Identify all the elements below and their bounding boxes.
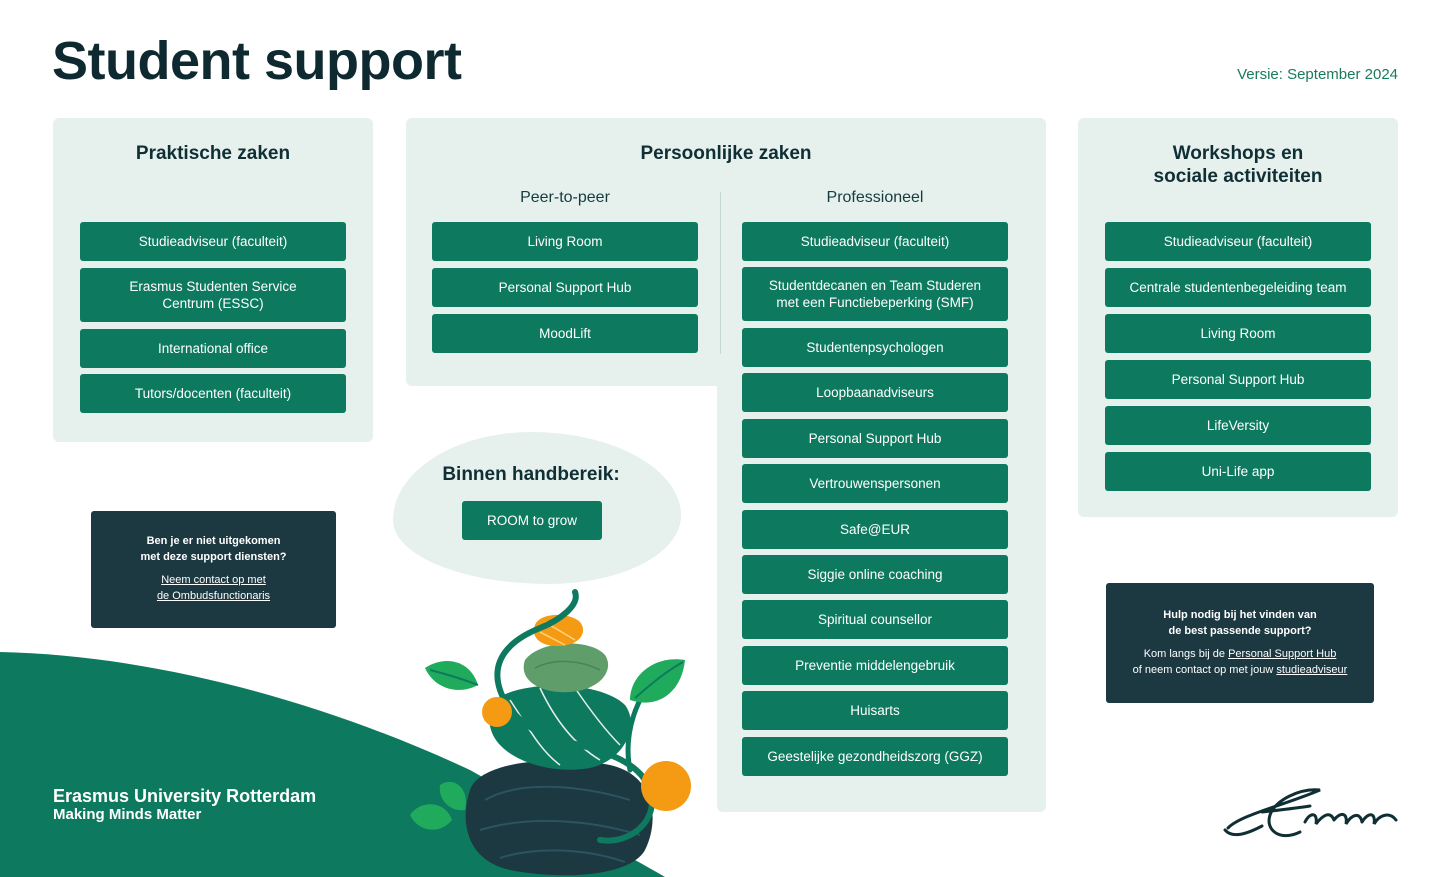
prof-item-loopbaanadviseurs[interactable]: Loopbaanadviseurs xyxy=(742,373,1008,412)
peer-item-personal-support-hub[interactable]: Personal Support Hub xyxy=(432,268,698,307)
hulp-text-2: of neem contact op met jouw xyxy=(1132,664,1274,676)
studieadviseur-link[interactable]: studieadviseur xyxy=(1276,664,1348,676)
personal-support-hub-link[interactable]: Personal Support Hub xyxy=(1228,648,1337,660)
praktisch-item-studieadviseur[interactable]: Studieadviseur (faculteit) xyxy=(80,222,346,261)
workshop-item-uni-life-app[interactable]: Uni-Life app xyxy=(1105,452,1371,491)
hulp-nodig-box: Hulp nodig bij het vinden van de best pa… xyxy=(1106,583,1374,703)
workshop-item-personal-support-hub[interactable]: Personal Support Hub xyxy=(1105,360,1371,399)
peer-item-moodlift[interactable]: MoodLift xyxy=(432,314,698,353)
peer-item-living-room[interactable]: Living Room xyxy=(432,222,698,261)
hulp-line-2: de best passende support? xyxy=(1168,625,1312,637)
persoonlijke-zaken-title: Persoonlijke zaken xyxy=(640,143,812,164)
hulp-text-row-2: of neem contact op met jouw studieadvise… xyxy=(1106,662,1374,678)
praktische-zaken-title: Praktische zaken xyxy=(135,143,291,164)
version-label: Versie: September 2024 xyxy=(1237,66,1398,83)
prof-item-ggz[interactable]: Geestelijke gezondheidszorg (GGZ) xyxy=(742,737,1008,776)
praktisch-item-international-office[interactable]: International office xyxy=(80,329,346,368)
workshop-item-living-room[interactable]: Living Room xyxy=(1105,314,1371,353)
ombuds-link-2[interactable]: de Ombudsfunctionaris xyxy=(156,590,271,602)
prof-item-studentenpsychologen[interactable]: Studentenpsychologen xyxy=(742,328,1008,367)
ombuds-link-1[interactable]: Neem contact op met xyxy=(161,574,266,586)
ombuds-line-2: met deze support diensten? xyxy=(140,551,287,563)
prof-item-spiritual-counsellor[interactable]: Spiritual counsellor xyxy=(742,600,1008,639)
prof-item-personal-support-hub[interactable]: Personal Support Hub xyxy=(742,419,1008,458)
prof-item-safe-eur[interactable]: Safe@EUR xyxy=(742,510,1008,549)
hulp-text-row-1: Kom langs bij de Personal Support Hub xyxy=(1106,646,1374,662)
hulp-line-1: Hulp nodig bij het vinden van xyxy=(1163,609,1317,621)
ombudsfunctionaris-box: Ben je er niet uitgekomen met deze suppo… xyxy=(91,511,336,628)
workshops-title: Workshops en sociale activiteiten xyxy=(1153,143,1323,187)
ombuds-line-1: Ben je er niet uitgekomen xyxy=(146,535,281,547)
workshop-item-studieadviseur[interactable]: Studieadviseur (faculteit) xyxy=(1105,222,1371,261)
binnen-handbereik-title: Binnen handbereik: xyxy=(442,464,620,485)
praktisch-item-essc[interactable]: Erasmus Studenten Service Centrum (ESSC) xyxy=(80,268,346,322)
prof-item-vertrouwenspersonen[interactable]: Vertrouwenspersonen xyxy=(742,464,1008,503)
workshop-item-lifeversity[interactable]: LifeVersity xyxy=(1105,406,1371,445)
professioneel-title: Professioneel xyxy=(826,189,924,206)
prof-item-studentdecanen[interactable]: Studentdecanen en Team Studeren met een … xyxy=(742,267,1008,321)
prof-item-siggie[interactable]: Siggie online coaching xyxy=(742,555,1008,594)
university-tagline: Making Minds Matter xyxy=(53,806,202,823)
column-divider xyxy=(720,192,721,354)
workshop-item-centrale-team[interactable]: Centrale studentenbegeleiding team xyxy=(1105,268,1371,307)
peer-to-peer-title: Peer-to-peer xyxy=(520,189,610,206)
page-title: Student support xyxy=(52,31,462,91)
university-name: Erasmus University Rotterdam xyxy=(53,786,317,806)
hulp-text-1: Kom langs bij de xyxy=(1143,648,1226,660)
praktisch-item-tutors[interactable]: Tutors/docenten (faculteit) xyxy=(80,374,346,413)
prof-item-huisarts[interactable]: Huisarts xyxy=(742,691,1008,730)
prof-item-preventie[interactable]: Preventie middelengebruik xyxy=(742,646,1008,685)
room-to-grow-button[interactable]: ROOM to grow xyxy=(462,501,602,540)
prof-item-studieadviseur[interactable]: Studieadviseur (faculteit) xyxy=(742,222,1008,261)
